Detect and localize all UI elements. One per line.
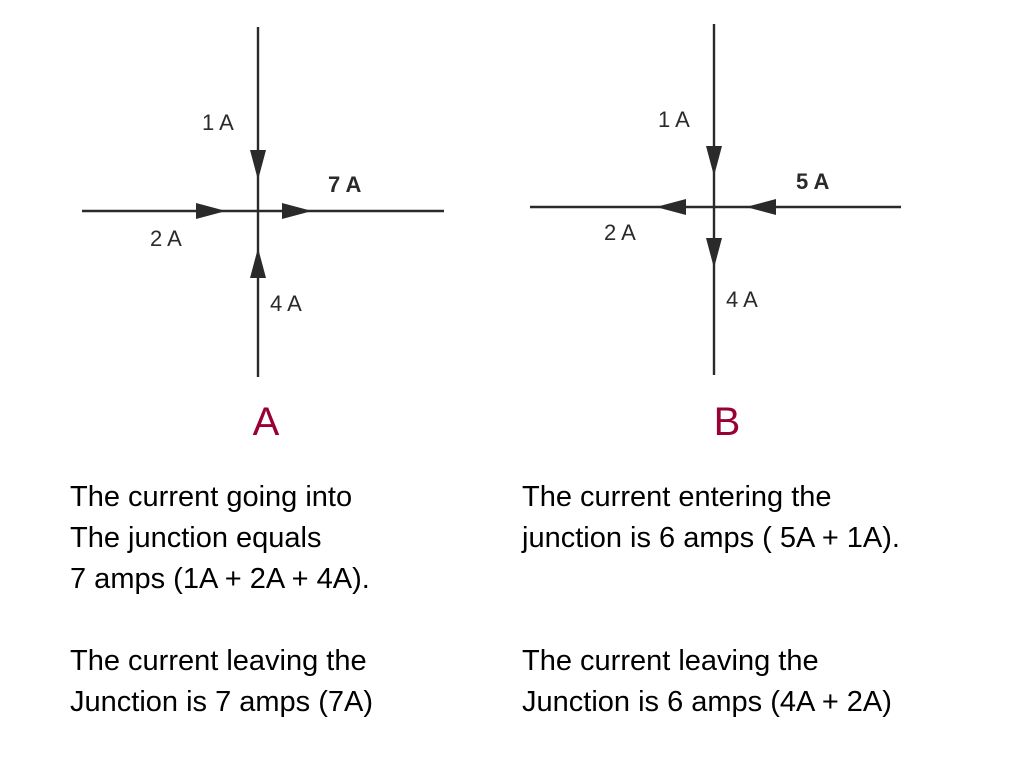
description-line: The current entering the	[522, 481, 832, 513]
junction-a-bottom-arrow-icon	[250, 248, 266, 278]
description-b-out: The current leaving the Junction is 6 am…	[522, 641, 992, 723]
junction-b-right-arrow-icon	[746, 199, 776, 215]
description-a-in: The current going into The junction equa…	[70, 477, 540, 600]
junction-a-top-arrow-icon	[250, 150, 266, 180]
description-line: Junction is 6 amps (4A + 2A)	[522, 686, 892, 718]
junction-a-right-arrow-icon	[282, 203, 312, 219]
junction-a-top-label: 1 A	[202, 110, 234, 135]
junction-a: 1 A 2 A 4 A 7 A	[82, 27, 444, 377]
panel-letter-a: A	[252, 400, 280, 444]
description-line: The current leaving the	[70, 645, 367, 677]
junction-b-left-label: 2 A	[604, 220, 636, 245]
junction-b: 1 A 5 A 2 A 4 A	[530, 24, 901, 375]
junction-a-bottom-label: 4 A	[270, 291, 302, 316]
junction-b-right-label: 5 A	[796, 169, 830, 194]
junction-a-left-arrow-icon	[196, 203, 226, 219]
panel-letter-b: B	[713, 400, 741, 444]
junction-a-right-label: 7 A	[328, 172, 362, 197]
description-line: Junction is 7 amps (7A)	[70, 686, 374, 718]
description-line: The current leaving the	[522, 645, 819, 677]
junction-b-top-label: 1 A	[658, 107, 690, 132]
junction-b-top-arrow-icon	[706, 146, 722, 176]
description-b-in: The current entering the junction is 6 a…	[522, 477, 992, 559]
description-a-out: The current leaving the Junction is 7 am…	[70, 641, 540, 723]
junction-b-bottom-arrow-icon	[706, 238, 722, 268]
description-line: The current going into	[70, 481, 353, 513]
junction-diagrams: 1 A 2 A 4 A 7 A 1 A 5 A 2 A 4 A	[82, 24, 901, 377]
description-line: The junction equals	[70, 522, 322, 554]
junction-a-left-label: 2 A	[150, 226, 182, 251]
junction-b-bottom-label: 4 A	[726, 287, 758, 312]
description-line: junction is 6 amps ( 5A + 1A).	[522, 522, 900, 554]
junction-b-left-arrow-icon	[656, 199, 686, 215]
description-line: 7 amps (1A + 2A + 4A).	[70, 563, 370, 595]
